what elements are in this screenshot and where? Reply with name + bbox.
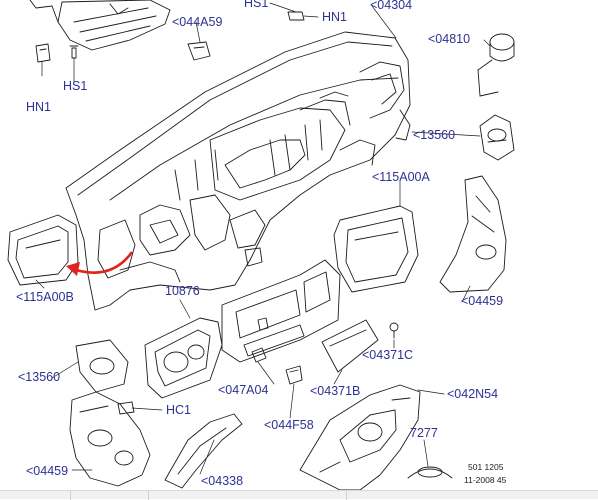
callout-13560-left[interactable]: <13560 (18, 370, 61, 384)
clip-047a04[interactable] (251, 347, 267, 363)
callout-04371b[interactable]: <04371B (310, 384, 361, 398)
callout-10876[interactable]: 10876 (165, 284, 200, 298)
callout-04459-left[interactable]: <04459 (26, 464, 69, 478)
callout-04371c[interactable]: <04371C (362, 348, 414, 362)
callout-13560-right[interactable]: <13560 (413, 128, 456, 142)
callout-04810[interactable]: <04810 (428, 32, 471, 46)
callout-044a59[interactable]: <044A59 (172, 15, 223, 29)
callout-hs1-top[interactable]: HS1 (244, 0, 269, 10)
callout-115a00b[interactable]: <115A00B (16, 290, 74, 304)
panel-04371b[interactable] (321, 319, 379, 373)
trim-panel-04459-left[interactable] (69, 391, 151, 487)
cup-holder-04810[interactable] (477, 33, 515, 97)
footer-bar (0, 490, 598, 500)
callout-hs1-left[interactable]: HS1 (63, 79, 88, 93)
callout-hn1-top[interactable]: HN1 (322, 10, 348, 24)
callout-115a00a[interactable]: <115A00A (372, 170, 430, 184)
callout-7277[interactable]: 7277 (410, 426, 438, 440)
clip-044f58[interactable] (285, 365, 303, 385)
trim-strip-04338[interactable] (164, 413, 243, 489)
leader-lines (35, 2, 491, 475)
callout-042n54[interactable]: <042N54 (447, 387, 499, 401)
clip-hc1[interactable] (117, 401, 135, 415)
callout-hc1[interactable]: HC1 (166, 403, 192, 417)
callout-047a04[interactable]: <047A04 (218, 383, 269, 397)
drawing-date: 11-2008 45 (464, 475, 507, 485)
screw-hn1-left[interactable] (69, 45, 79, 59)
bezel-13560-right[interactable] (479, 114, 515, 161)
callout-04459-right[interactable]: <04459 (461, 294, 504, 308)
drawing-code: 501 1205 (468, 462, 504, 472)
clip-hn1-top[interactable] (287, 11, 305, 21)
callout-04304[interactable]: <04304 (370, 0, 413, 12)
callout-hn1-left[interactable]: HN1 (26, 100, 52, 114)
instrument-panel-body[interactable] (65, 31, 411, 311)
storage-bin-115a00a[interactable] (333, 205, 419, 293)
clip-044a59[interactable] (187, 41, 211, 61)
trim-panel-04459-right[interactable] (439, 175, 507, 293)
bezel-13560-left[interactable] (75, 339, 129, 393)
cluster-bezel-10876[interactable] (144, 317, 223, 399)
callout-044f58[interactable]: <044F58 (264, 418, 314, 432)
red-direction-arrow (66, 251, 134, 276)
console-042n54[interactable] (299, 384, 421, 491)
defroster-duct-part[interactable] (29, 0, 171, 51)
storage-bin-115a00b[interactable] (7, 214, 79, 286)
center-stack-bezel[interactable] (221, 259, 341, 363)
callout-04338[interactable]: <04338 (201, 474, 244, 488)
clip-hs1-left[interactable] (35, 43, 51, 63)
shift-knob-7277[interactable] (407, 466, 453, 479)
knob-04371c[interactable] (389, 322, 399, 339)
